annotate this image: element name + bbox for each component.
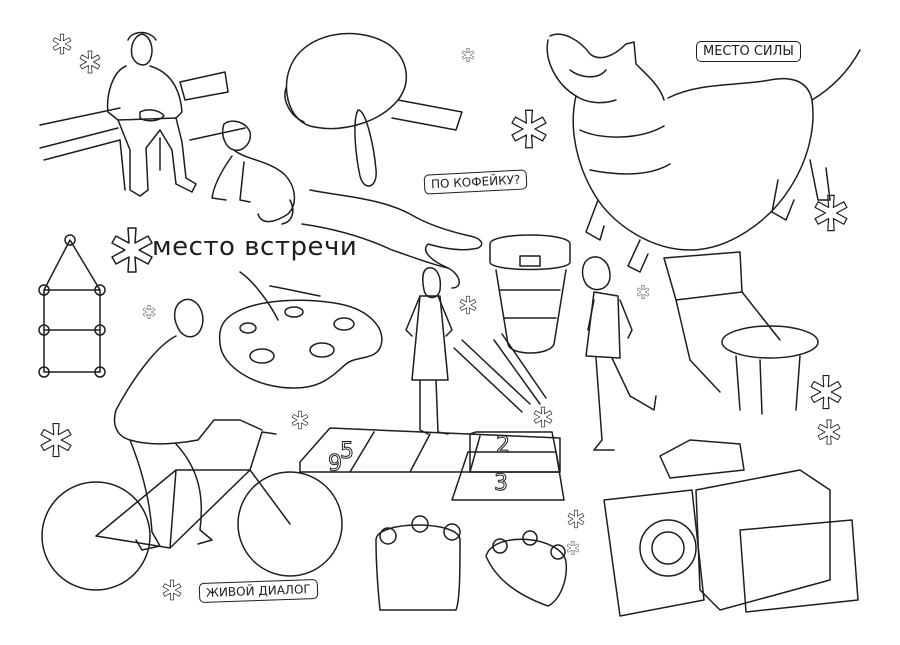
paint-palette xyxy=(218,271,383,389)
video-camera xyxy=(603,439,859,617)
svg-text:6: 6 xyxy=(328,448,342,473)
ping-pong-paddle xyxy=(284,32,463,187)
reaching-hand xyxy=(301,189,483,289)
svg-text:2: 2 xyxy=(496,433,510,458)
dog-in-sweater xyxy=(546,33,861,273)
hopscotch: 5 6 2 3 xyxy=(299,427,565,501)
chair-and-table xyxy=(663,251,819,415)
hopping-girl xyxy=(581,256,657,451)
asterisk-logo-icon xyxy=(111,227,153,273)
paint-brushes xyxy=(453,333,547,413)
tambourines xyxy=(375,515,568,611)
cyclist xyxy=(41,298,343,591)
page-title: место встречи xyxy=(152,232,358,262)
asterisk-icon xyxy=(40,33,848,601)
standing-girl xyxy=(405,267,453,435)
label-place-of-power: место силы xyxy=(696,41,801,62)
svg-text:3: 3 xyxy=(494,471,508,496)
coffee-cup xyxy=(489,234,571,354)
stick-toy xyxy=(38,234,106,378)
label-live-dialog: живой диалог xyxy=(198,578,319,604)
bench-scene xyxy=(39,31,296,225)
svg-text:5: 5 xyxy=(340,439,354,464)
